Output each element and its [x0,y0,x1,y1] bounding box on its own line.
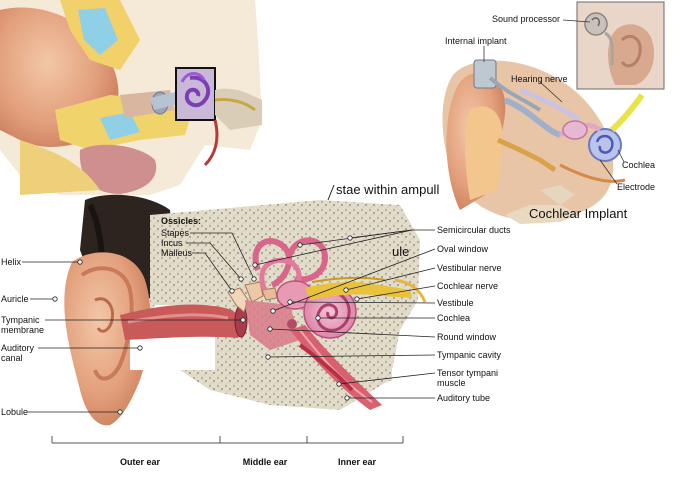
label-auditory-canal: Auditory canal [1,343,35,363]
label-auricle: Auricle [1,294,29,304]
label-internal-implant: Internal implant [445,36,507,46]
cochlear-implant-illustration [442,1,665,224]
label-malleus: Malleus [161,248,193,258]
ampullae-fragment-leader [327,184,335,201]
section-inner-ear: Inner ear [337,457,377,467]
ule-fragment-text: ule [392,244,410,259]
label-incus: Incus [161,238,183,248]
label-lobule: Lobule [1,407,29,417]
label-implant-cochlea: Cochlea [622,160,656,170]
label-helix: Helix [1,257,22,267]
section-middle-ear: Middle ear [242,457,288,467]
section-outer-ear: Outer ear [119,457,161,467]
cochlear-implant-caption: Cochlear Implant [529,206,628,221]
label-cochlear-nerve: Cochlear nerve [437,281,499,291]
ear-cross-section [22,184,436,444]
label-electrode: Electrode [617,182,656,192]
label-semicircular-ducts: Semicircular ducts [437,225,511,235]
label-vestibule: Vestibule [437,298,474,308]
label-tympanic-cavity: Tympanic cavity [437,350,502,360]
top-left-ear-section [0,0,262,195]
label-tympanic-membrane: Tympanic membrane [1,315,45,335]
leader-lines [22,229,436,415]
label-tensor-tympani-muscle: Tensor tympani muscle [437,368,499,388]
implant-cochlea-leader [617,149,625,163]
label-stapes: Stapes [161,228,190,238]
hearing-nerve-leader [539,81,563,103]
ossicles-heading: Ossicles: [161,216,202,226]
label-vestibular-nerve: Vestibular nerve [437,263,502,273]
label-hearing-nerve: Hearing nerve [511,74,568,84]
label-cochlea: Cochlea [437,313,471,323]
label-round-window: Round window [437,332,497,342]
label-auditory-tube: Auditory tube [437,393,491,403]
sound-processor-leader [562,19,591,23]
label-oval-window: Oval window [437,244,489,254]
label-sound-processor: Sound processor [492,14,561,24]
electrode-leader [599,159,618,185]
ampullae-fragment-text: stae within ampull [336,182,440,197]
ear-region-scale [51,436,404,444]
